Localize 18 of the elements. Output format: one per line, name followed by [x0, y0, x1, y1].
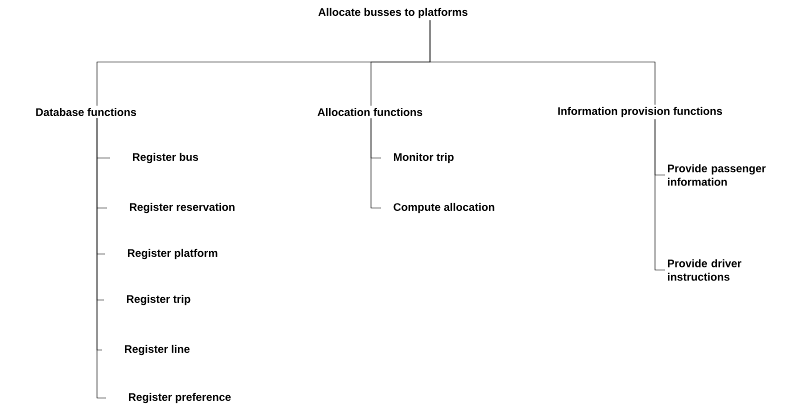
heading: Allocate busses to platforms [318, 8, 468, 18]
function-label: Provide passenger information [668, 164, 766, 186]
tree-connector [370, 118, 382, 208]
function-label: Register bus [132, 152, 198, 164]
function-label: Register platform [128, 248, 218, 260]
function-label: Monitor trip [394, 152, 454, 164]
function-label: Provide driver instructions [668, 259, 742, 281]
function-label: Register line [124, 344, 190, 356]
function-label: Register preference [128, 392, 231, 404]
function-label: Register reservation [130, 202, 234, 214]
category-label: Information provision functions [558, 106, 722, 118]
tree-connector [654, 119, 666, 270]
function-label: Compute allocation [394, 202, 494, 214]
tree-connector [430, 20, 656, 105]
tree-connector [96, 118, 106, 398]
function-label: Register trip [126, 294, 190, 306]
category-label: Database functions [36, 108, 136, 116]
category-label: Allocation functions [318, 108, 422, 116]
